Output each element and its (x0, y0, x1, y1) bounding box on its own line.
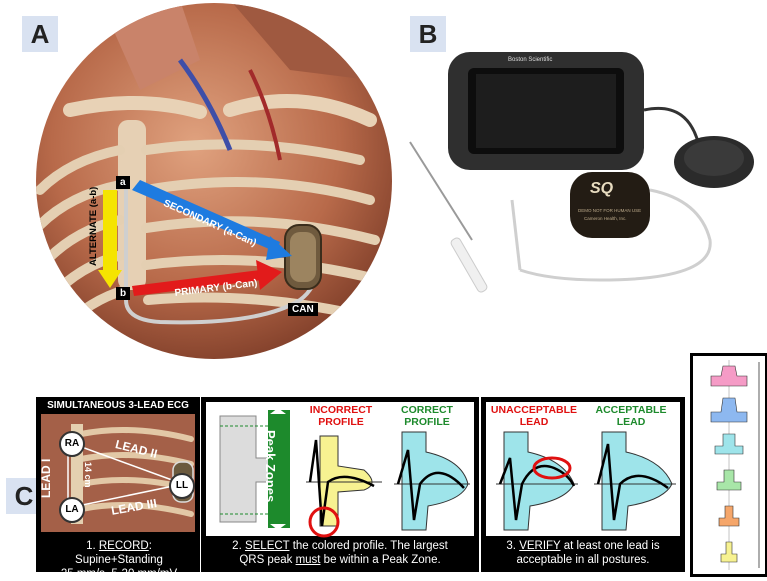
c1-cap-num: 1. (86, 540, 99, 552)
profile-pink (710, 365, 748, 387)
device-illustration (409, 52, 754, 293)
c3-cap-keyword: VERIFY (519, 540, 561, 552)
profile-orange (718, 505, 740, 527)
c2-cap-line2a: QRS peak (239, 554, 296, 566)
panel-b-devices (400, 40, 760, 340)
c3-cap-rest: at least one lead is (560, 540, 660, 552)
can-label: CAN (288, 303, 318, 316)
peak-zones-label: Peak Zones (263, 430, 278, 503)
c1-cap-line2: 25 mm/s, 5-20 mm/mV (60, 568, 178, 580)
incorrect-peak-highlight (308, 506, 340, 538)
profile-cyan (714, 433, 744, 455)
c2-cap-keyword: SELECT (244, 540, 290, 552)
electrode-ll: LL (169, 473, 195, 499)
primary-vector (132, 270, 262, 296)
c2-cap-num: 2. (232, 540, 245, 552)
profile-blue (710, 397, 748, 423)
profile-green (716, 469, 742, 491)
panel-c1: SIMULTANEOUS 3-LEAD ECG RA LA LL LEAD II… (36, 397, 200, 580)
acceptable-lead-diagram (594, 431, 676, 531)
profile-yellow (720, 541, 738, 563)
distance-label: 14 cm (83, 462, 93, 488)
alternate-vector (103, 190, 117, 272)
panel-a-anatomy (30, 0, 398, 362)
generator-company: Cameron Health, Inc. (584, 216, 627, 221)
screening-template (690, 353, 767, 577)
c2-cap-line2b: be within a Peak Zone. (320, 554, 441, 566)
c1-cap-keyword: RECORD (98, 540, 149, 552)
pulse-generator (570, 172, 650, 238)
c2-cap-must: must (295, 554, 321, 566)
electrode-ra: RA (59, 431, 85, 457)
alternate-vector-label: ALTERNATE (a-b) (88, 186, 99, 266)
screening-template-profiles (710, 360, 760, 570)
unacceptable-highlight (532, 456, 572, 480)
tablet-brand: Boston Scientific (508, 57, 553, 63)
secondary-vector (132, 180, 280, 252)
generator-logo: SQ (590, 180, 614, 197)
electrode-la: LA (59, 497, 85, 523)
electrode-label-a: a (116, 176, 130, 189)
c3-caption: 3. VERIFY at least one lead is acceptabl… (484, 539, 682, 567)
peak-zone-diagram (219, 408, 290, 530)
c2-caption: 2. SELECT the colored profile. The large… (206, 539, 474, 567)
panel-b-letter: B (410, 16, 446, 52)
c2-cap-rest: the colored profile. The largest (289, 540, 448, 552)
unacceptable-lead-diagram (496, 431, 578, 531)
lead-1-label: LEAD I (39, 458, 53, 498)
c1-title: SIMULTANEOUS 3-LEAD ECG (47, 400, 189, 411)
c3-cap-num: 3. (506, 540, 520, 552)
incorrect-profile-diagram (306, 435, 382, 538)
panel-a-letter: A (22, 16, 58, 52)
c1-cap-rest: : Supine+Standing (75, 540, 163, 566)
generator-demo-text: DEMO NOT FOR HUMAN USE (578, 208, 642, 213)
electrode-label-b: b (116, 287, 131, 300)
c3-cap-line2: acceptable in all postures. (516, 554, 650, 566)
tunneling-tool (409, 141, 473, 241)
correct-profile-diagram (394, 431, 470, 531)
anatomy-illustration (36, 3, 392, 359)
